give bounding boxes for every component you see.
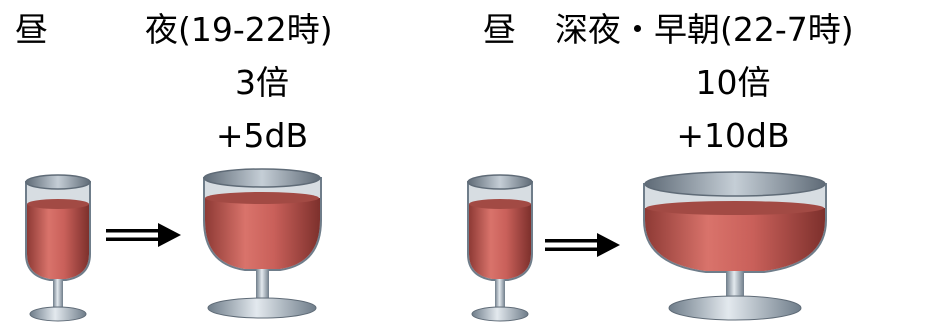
decibel-label-2: +10dB	[676, 116, 790, 155]
wine-glass-icon	[467, 174, 533, 322]
wine-glass-icon	[203, 168, 322, 319]
multiplier-label-1: 3倍	[235, 63, 289, 102]
late-night-label: 深夜・早朝(22-7時)	[555, 10, 854, 49]
double-right-arrow-icon	[545, 233, 620, 257]
wine-glass-icon	[643, 171, 827, 321]
wine-glass-icon	[25, 174, 91, 322]
day-label-2: 昼	[483, 10, 516, 49]
double-right-arrow-icon	[106, 223, 181, 247]
multiplier-label-2: 10倍	[695, 63, 771, 102]
day-label-1: 昼	[15, 10, 48, 49]
night-label: 夜(19-22時)	[145, 10, 333, 49]
decibel-label-1: +5dB	[215, 116, 309, 155]
